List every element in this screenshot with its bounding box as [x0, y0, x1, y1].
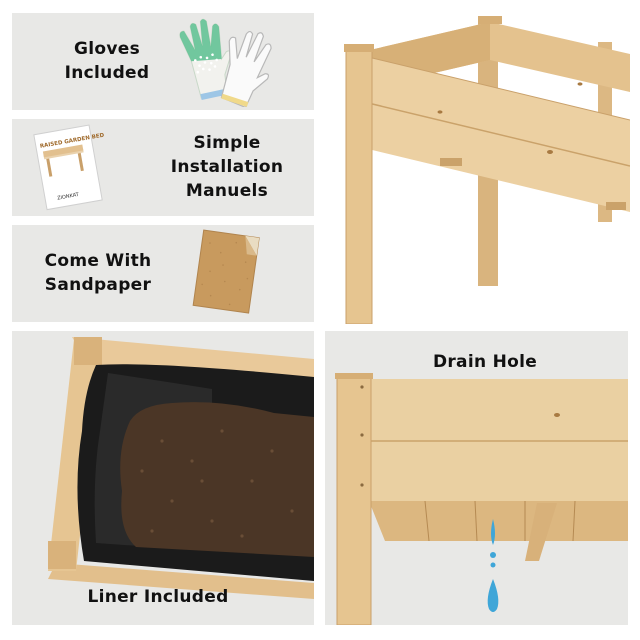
sandpaper-icon	[192, 229, 260, 314]
sandpaper-label: Come With Sandpaper	[44, 251, 152, 295]
drain-panel: Drain Hole	[325, 331, 628, 625]
raised-garden-bed-image	[344, 16, 630, 324]
manual-panel: RAISED GARDEN BED ZIONKAT Simple Install…	[12, 119, 314, 216]
drain-label: Drain Hole	[432, 352, 538, 372]
liner-photo	[48, 337, 314, 599]
drain-hole-photo	[335, 373, 628, 625]
gloves-icon	[179, 18, 272, 107]
manual-cover-brand: ZIONKAT	[57, 192, 80, 202]
sandpaper-panel: Come With Sandpaper	[12, 225, 314, 322]
liner-panel: Liner Included	[12, 331, 314, 625]
manual-label: Simple Installation Manuels	[170, 133, 284, 201]
water-drop-icon	[487, 519, 499, 612]
liner-label: Liner Included	[87, 587, 229, 607]
manual-booklet-icon: RAISED GARDEN BED ZIONKAT	[33, 124, 105, 211]
gloves-panel: Gloves Included	[12, 13, 314, 110]
gloves-label: Gloves Included	[64, 39, 150, 83]
